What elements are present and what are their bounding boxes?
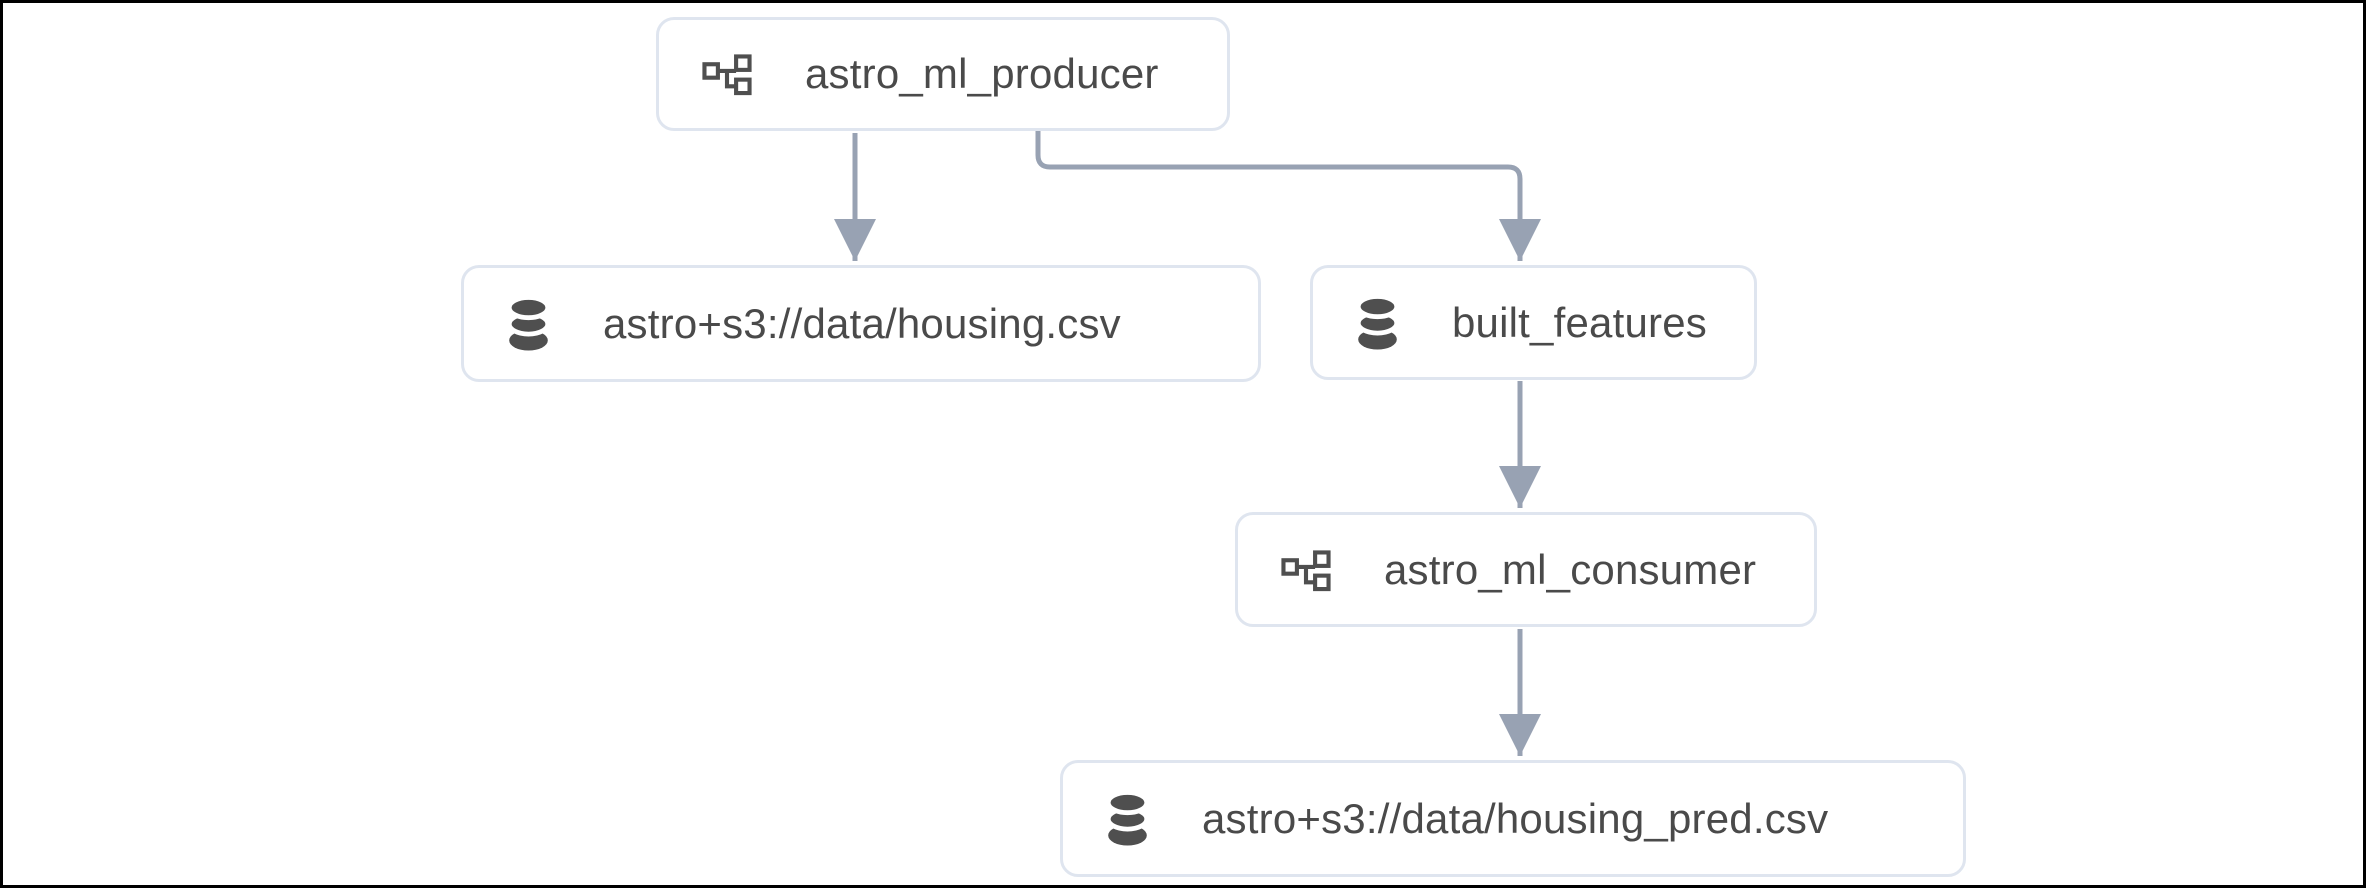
node-label: astro+s3://data/housing_pred.csv	[1202, 794, 1829, 842]
graph-node-astro-ml-producer[interactable]: astro_ml_producer	[656, 17, 1230, 131]
node-label: astro+s3://data/housing.csv	[603, 299, 1121, 347]
node-label: astro_ml_producer	[805, 50, 1159, 97]
dag-icon	[1280, 544, 1332, 596]
edge-producer-to-built-features	[1035, 131, 1541, 261]
edges-layer	[834, 131, 1541, 756]
node-label: astro_ml_consumer	[1384, 545, 1757, 593]
dataset-icon	[506, 295, 551, 352]
node-label: built_features	[1452, 298, 1707, 346]
dataset-icon	[1355, 294, 1400, 351]
graph-node-housing-pred-csv[interactable]: astro+s3://data/housing_pred.csv	[1060, 760, 1966, 877]
dag-icon	[701, 48, 753, 100]
graph-node-housing-csv[interactable]: astro+s3://data/housing.csv	[461, 265, 1261, 382]
graph-node-astro-ml-consumer[interactable]: astro_ml_consumer	[1235, 512, 1817, 627]
dataset-icon	[1105, 790, 1150, 847]
graph-node-built-features[interactable]: built_features	[1310, 265, 1757, 380]
